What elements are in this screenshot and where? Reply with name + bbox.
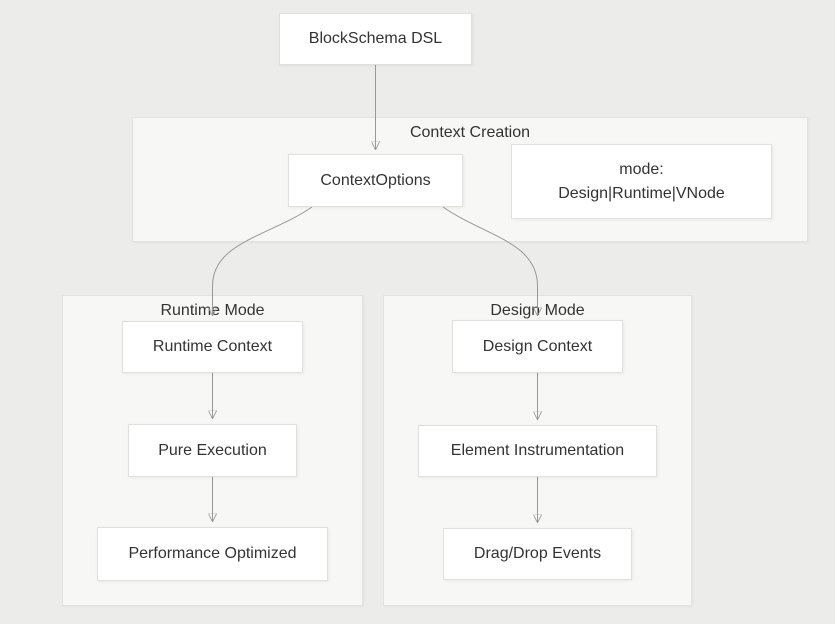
node-pure-execution: Pure Execution [128,424,297,477]
node-design-context-label: Design Context [482,337,593,355]
subgraph-context-creation-title: Context Creation [409,124,531,141]
node-runtime-context-label: Runtime Context [152,338,273,355]
node-mode-note: mode: Design|Runtime|VNode [511,144,772,219]
node-dragdrop-events-label: Drag/Drop Events [473,545,602,562]
node-pure-execution-label: Pure Execution [158,441,267,459]
node-blockschema-dsl-label: BlockSchema DSL [308,30,443,47]
node-runtime-context: Runtime Context [122,321,303,373]
node-mode-note-line2: Design|Runtime|VNode [558,184,725,202]
node-performance-optimized-label: Performance Optimized [128,545,297,562]
node-mode-note-line1: mode: [619,160,664,178]
node-context-options: ContextOptions [288,154,463,207]
node-dragdrop-events: Drag/Drop Events [443,528,632,580]
node-element-instrumentation: Element Instrumentation [418,425,657,477]
node-performance-optimized: Performance Optimized [97,527,328,581]
node-blockschema-dsl: BlockSchema DSL [279,13,472,65]
subgraph-design-mode-title: Design Mode [490,302,585,319]
subgraph-runtime-mode-title: Runtime Mode [160,302,265,319]
node-element-instrumentation-label: Element Instrumentation [450,442,625,459]
node-design-context: Design Context [452,320,623,373]
node-context-options-label: ContextOptions [320,171,431,189]
